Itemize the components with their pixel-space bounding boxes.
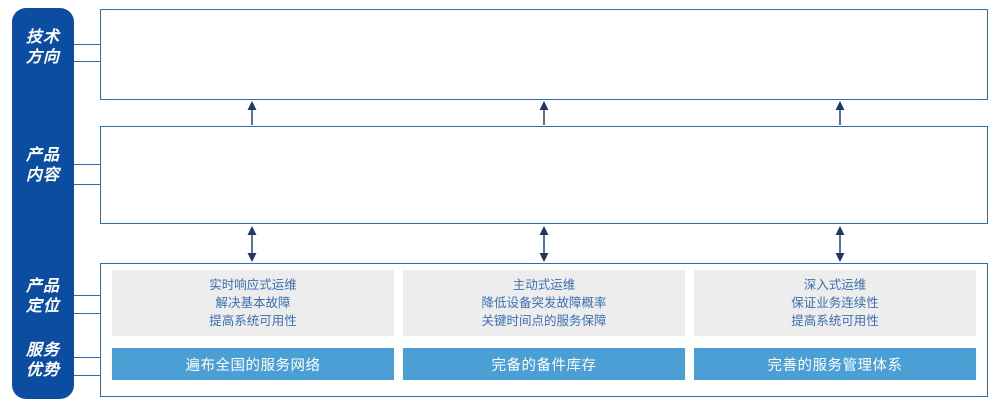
positioning-line: 解决基本故障 <box>215 296 291 310</box>
positioning-card[interactable]: 深入式运维 保证业务连续性 提高系统可用性 <box>694 270 976 336</box>
advantage-bar[interactable]: 完备的备件库存 <box>403 348 685 380</box>
rail-label-line2: 方向 <box>25 49 60 66</box>
positioning-line: 深入式运维 <box>803 278 867 292</box>
connector-stub-advantage-1 <box>74 357 101 358</box>
arrow-updown-core <box>247 226 257 262</box>
rail-label-line1: 产品 <box>25 147 60 164</box>
positioning-line: 主动式运维 <box>512 278 576 292</box>
positioning-line: 保证业务连续性 <box>791 296 879 310</box>
service-advantage-row: 遍布全国的服务网络 完备的备件库存 完善的服务管理体系 <box>100 348 988 380</box>
connector-stub-position-2 <box>74 313 101 314</box>
connector-stub-content-1 <box>74 164 101 165</box>
rail-label-line1: 技术 <box>25 29 60 46</box>
arrow-updown-value <box>835 226 845 262</box>
connector-stub-tech-2 <box>74 61 101 62</box>
product-positioning-row: 实时响应式运维 解决基本故障 提高系统可用性 主动式运维 降低设备突发故障概率 … <box>100 270 988 336</box>
panel-product-content <box>100 126 988 224</box>
rail-label-technology-direction: 技术 方向 <box>12 28 74 68</box>
rail-label-product-positioning: 产品 定位 <box>12 277 74 317</box>
arrow-up-software <box>835 101 845 125</box>
arrow-up-virtualization <box>539 101 549 125</box>
connector-stub-content-2 <box>74 184 101 185</box>
positioning-line: 提高系统可用性 <box>209 314 297 328</box>
rail-label-line1: 服务 <box>25 342 60 359</box>
rail-label-line2: 内容 <box>25 167 60 184</box>
connector-stub-position-1 <box>74 295 101 296</box>
advantage-bar[interactable]: 完善的服务管理体系 <box>694 348 976 380</box>
rail-label-line1: 产品 <box>25 278 60 295</box>
arrow-up-hardware <box>247 101 257 125</box>
positioning-line: 关键时间点的服务保障 <box>481 314 607 328</box>
positioning-line: 提高系统可用性 <box>791 314 879 328</box>
category-rail <box>12 8 74 399</box>
rail-label-line2: 定位 <box>25 298 60 315</box>
panel-technology-direction <box>100 9 988 100</box>
rail-label-service-advantage: 服务 优势 <box>12 341 74 381</box>
rail-label-line2: 优势 <box>25 362 60 379</box>
connector-stub-advantage-2 <box>74 375 101 376</box>
advantage-bar[interactable]: 遍布全国的服务网络 <box>112 348 394 380</box>
positioning-card[interactable]: 实时响应式运维 解决基本故障 提高系统可用性 <box>112 270 394 336</box>
positioning-line: 降低设备突发故障概率 <box>481 296 607 310</box>
rail-label-product-content: 产品 内容 <box>12 146 74 186</box>
connector-stub-tech-1 <box>74 44 101 45</box>
arrow-updown-proactive <box>539 226 549 262</box>
positioning-card[interactable]: 主动式运维 降低设备突发故障概率 关键时间点的服务保障 <box>403 270 685 336</box>
positioning-line: 实时响应式运维 <box>209 278 297 292</box>
